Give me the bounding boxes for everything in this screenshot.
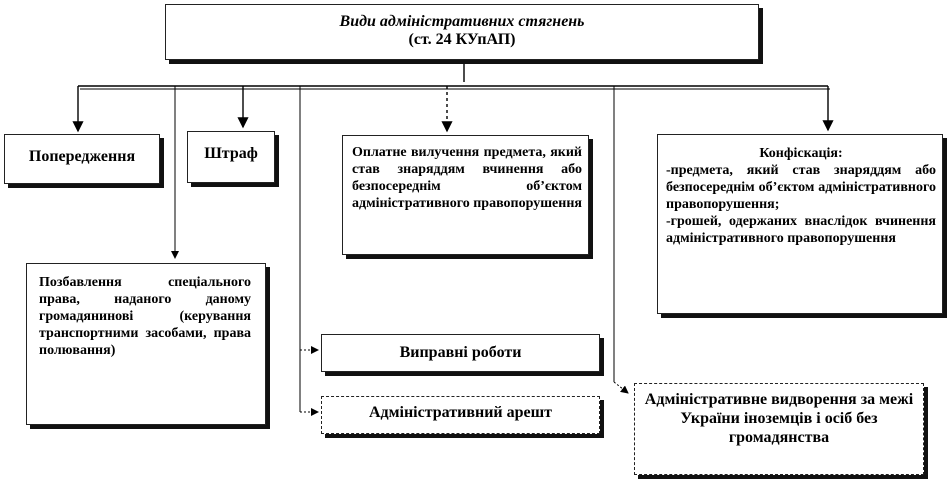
paid-seizure-box: Оплатне вилучення предмета, який став зн… <box>342 135 589 255</box>
confiscation-box: Конфіскація: -предмета, який став знаряд… <box>657 134 943 314</box>
root-subtitle: (ст. 24 КУпАП) <box>408 31 516 48</box>
confiscation-item-1: -предмета, який став знаряддям або безпо… <box>666 163 936 212</box>
paid-seizure-text: Оплатне вилучення предмета, який став зн… <box>352 145 582 211</box>
arrow-expulsion <box>613 381 629 394</box>
arrest-label: Адміністративний арешт <box>368 404 553 421</box>
fine-label: Штраф <box>204 145 258 162</box>
arrest-box: Адміністративний арешт <box>321 396 600 434</box>
warning-label: Попередження <box>28 148 136 165</box>
fine-box: Штраф <box>187 131 275 183</box>
expulsion-box: Адміністративне видворення за межі Украї… <box>634 383 924 475</box>
confiscation-item-2: -грошей, одержаних внаслідок вчинення ад… <box>666 214 936 246</box>
expulsion-text: Адміністративне видворення за межі Украї… <box>644 391 914 446</box>
warning-box: Попередження <box>4 134 160 184</box>
correctional-work-label: Виправні роботи <box>399 344 522 361</box>
confiscation-title: Конфіскація: <box>759 146 843 161</box>
root-box: Види адміністративних стягнень (ст. 24 К… <box>165 4 759 60</box>
deprivation-box: Позбавлення спеціального права, наданого… <box>26 263 266 425</box>
deprivation-text: Позбавлення спеціального права, наданого… <box>39 275 251 358</box>
root-title: Види адміністративних стягнень <box>339 13 585 30</box>
correctional-work-box: Виправні роботи <box>321 334 600 372</box>
